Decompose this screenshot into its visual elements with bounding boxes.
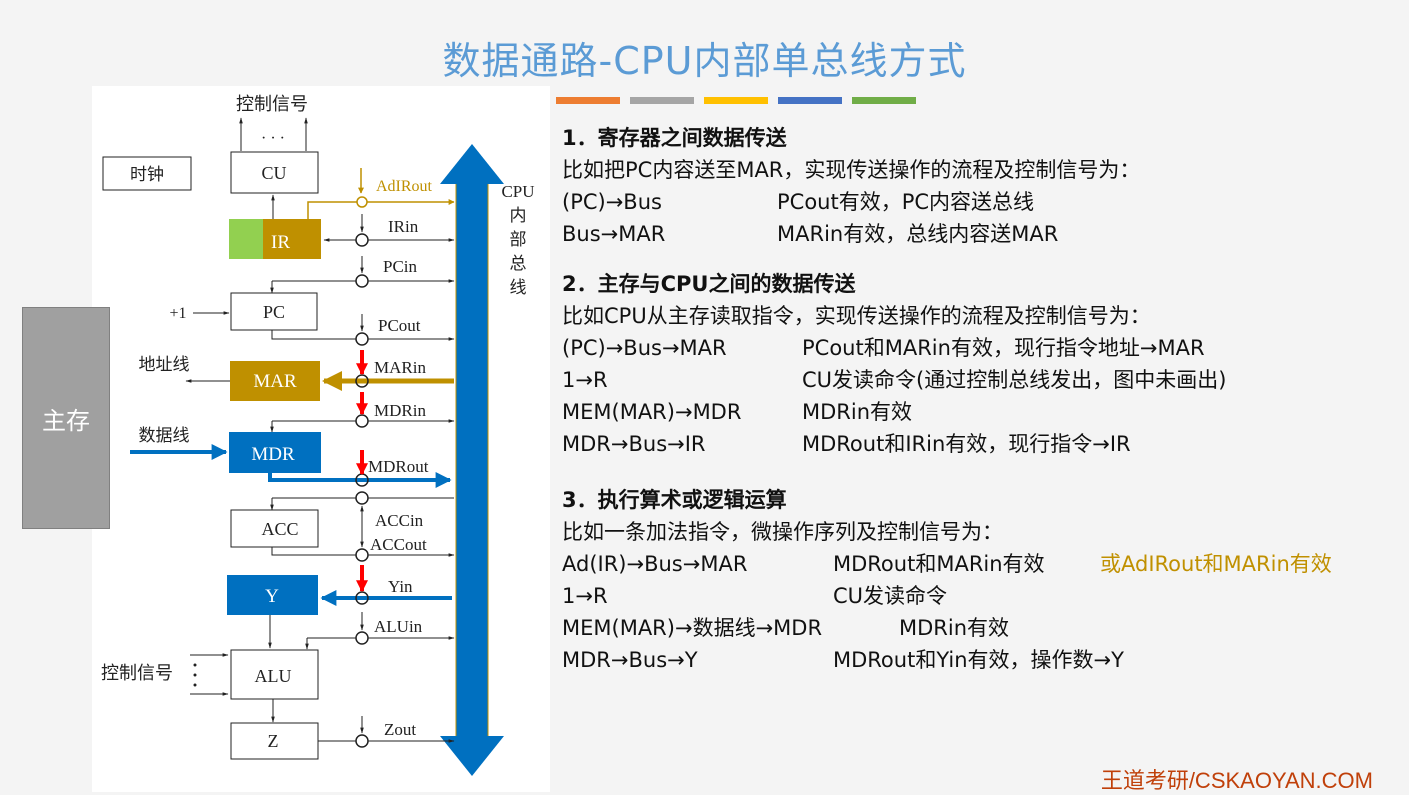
slide-title: 数据通路-CPU内部单总线方式 (442, 39, 967, 83)
desc: MDRout和Yin有效，操作数→Y (833, 648, 1124, 672)
bus-label-4: 线 (510, 278, 527, 297)
z-block (230, 722, 319, 760)
table-row: Ad(IR)→Bus→MAR MDRout和MARin有效 或AdIRout和M… (562, 548, 1332, 580)
pc-block (230, 292, 318, 331)
op: Bus→MAR (562, 222, 666, 246)
ir-block (263, 219, 321, 259)
cu-label: CU (261, 163, 286, 183)
alt-note: 或AdIRout和MARin有效 (1100, 552, 1332, 576)
desc: CU发读命令(通过控制总线发出，图中未画出) (802, 368, 1227, 392)
y-block (227, 575, 318, 615)
signal-accin: ACCin (375, 511, 424, 530)
signal-adirout: AdIRout (376, 178, 433, 195)
section-2: 2．主存与CPU之间的数据传送 比如CPU从主存读取指令，实现传送操作的流程及控… (562, 268, 1226, 460)
table-row: Bus→MAR MARin有效，总线内容送MAR (562, 218, 1140, 250)
accent-bar-blue (778, 97, 842, 104)
clock-label: 时钟 (130, 165, 164, 184)
signal-mdrin: MDRin (374, 401, 426, 420)
section-2-intro: 比如CPU从主存读取指令，实现传送操作的流程及控制信号为： (562, 304, 1151, 328)
table-row: 1→R CU发读命令(通过控制总线发出，图中未画出) (562, 364, 1226, 396)
address-line-label: 地址线 (139, 355, 190, 374)
desc: MDRout和IRin有效，现行指令→IR (802, 432, 1131, 456)
data-line-label: 数据线 (139, 426, 190, 445)
op: MEM(MAR)→数据线→MDR (562, 616, 823, 640)
signal-irin: IRin (388, 217, 419, 236)
bus-label-cpu: CPU (501, 182, 534, 201)
datapath-diagram: CPU 内 部 总 线 控制信号 · · · 时钟 CU IR AdIRout … (101, 94, 535, 776)
section-1: 1．寄存器之间数据传送 比如把PC内容送至MAR，实现传送操作的流程及控制信号为… (562, 122, 1140, 250)
ellipsis-top: · · · (261, 130, 285, 147)
section-1-heading: 1．寄存器之间数据传送 (562, 126, 787, 150)
table-row: (PC)→Bus→MAR PCout和MARin有效，现行指令地址→MAR (562, 332, 1205, 364)
accent-bar-yellow (704, 97, 768, 104)
bus-label-3: 总 (510, 254, 527, 273)
pc-label: PC (263, 302, 285, 322)
control-signals-left-label: 控制信号 (101, 663, 173, 683)
mdr-block (229, 432, 321, 473)
cu-block (230, 151, 319, 194)
signal-marin: MARin (374, 358, 426, 377)
bus-label-1: 内 (510, 206, 527, 225)
table-row: MEM(MAR)→MDR MDRin有效 (562, 396, 1151, 428)
signal-pcin: PCin (383, 257, 418, 276)
op: (PC)→Bus (562, 190, 662, 214)
y-label: Y (265, 586, 279, 607)
table-row: MDR→Bus→IR MDRout和IRin有效，现行指令→IR (562, 428, 1151, 460)
signal-pcout: PCout (378, 316, 421, 335)
op: 1→R (562, 584, 608, 608)
section-3-intro: 比如一条加法指令，微操作序列及控制信号为： (562, 520, 1003, 544)
signal-mdrout: MDRout (368, 457, 429, 476)
section-2-heading: 2．主存与CPU之间的数据传送 (562, 272, 856, 296)
clock-block (102, 156, 192, 191)
section-1-intro: 比如把PC内容送至MAR，实现传送操作的流程及控制信号为： (562, 158, 1141, 182)
table-row: 1→R CU发读命令 (562, 580, 1003, 612)
alu-block (230, 649, 319, 700)
table-row: MEM(MAR)→数据线→MDR MDRin有效 (562, 612, 1009, 644)
table-row: MDR→Bus→Y MDRout和Yin有效，操作数→Y (562, 644, 1124, 676)
control-signals-top-label: 控制信号 (236, 94, 308, 114)
mar-label: MAR (253, 371, 297, 392)
desc: PCout和MARin有效，现行指令地址→MAR (802, 336, 1205, 360)
alu-label: ALU (255, 666, 292, 686)
footer-brand: 王道考研/CSKAOYAN.COM (1100, 768, 1373, 793)
table-row: (PC)→Bus PCout有效，PC内容送总线 (562, 186, 1140, 218)
desc: MDRin有效 (899, 616, 1010, 640)
signal-aluin: ALUin (374, 617, 423, 636)
accent-bar-green (852, 97, 916, 104)
mdr-label: MDR (251, 444, 295, 465)
op: 1→R (562, 368, 608, 392)
accent-bar-orange (556, 97, 620, 104)
op: Ad(IR)→Bus→MAR (562, 552, 748, 576)
z-label: Z (268, 731, 279, 751)
main-memory-block: 主存 (22, 307, 110, 529)
desc: PCout有效，PC内容送总线 (777, 190, 1035, 214)
op: MDR→Bus→Y (562, 648, 698, 672)
desc: MARin有效，总线内容送MAR (777, 222, 1059, 246)
section-3: 3．执行算术或逻辑运算 比如一条加法指令，微操作序列及控制信号为： Ad(IR)… (562, 484, 1332, 676)
main-memory-label: 主存 (42, 406, 90, 435)
mar-block (230, 361, 320, 401)
bus-label-2: 部 (510, 230, 527, 249)
signal-accout: ACCout (370, 535, 427, 554)
plus-one-label: +1 (169, 305, 186, 322)
signal-yin: Yin (388, 577, 413, 596)
op: MDR→Bus→IR (562, 432, 706, 456)
desc: MDRin有效 (802, 400, 913, 424)
op: (PC)→Bus→MAR (562, 336, 727, 360)
section-3-heading: 3．执行算术或逻辑运算 (562, 488, 787, 512)
acc-block (230, 509, 319, 548)
desc: MDRout和MARin有效 (833, 552, 1045, 576)
accent-bars (556, 97, 916, 104)
cpu-internal-bus (440, 144, 504, 776)
signal-zout: Zout (384, 720, 416, 739)
op: MEM(MAR)→MDR (562, 400, 742, 424)
ir-label: IR (271, 232, 290, 253)
accent-bar-gray (630, 97, 694, 104)
acc-label: ACC (261, 519, 298, 539)
desc: CU发读命令 (833, 584, 948, 608)
